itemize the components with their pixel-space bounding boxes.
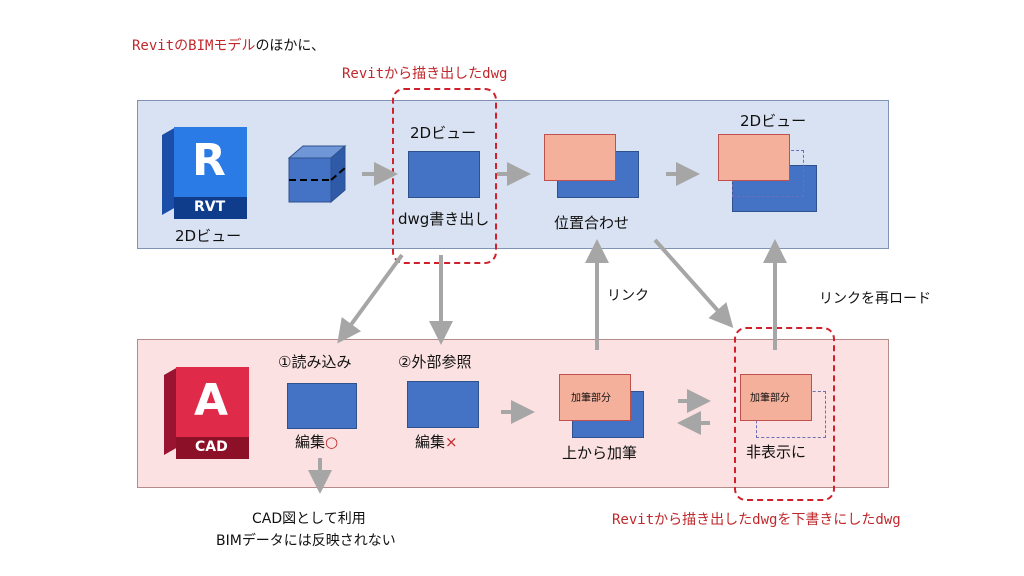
- edit-ok: 編集○: [295, 431, 338, 452]
- dwg-export-caption: Revitから描き出したdwg: [342, 66, 508, 82]
- hidden-highlight: [734, 327, 835, 501]
- headline: RevitのBIMモデルのほかに、: [132, 35, 325, 55]
- headline-red-part: RevitのBIMモデル: [132, 38, 256, 54]
- overdraw-salmon-sheet: [559, 374, 631, 421]
- edit-ng: 編集×: [415, 431, 458, 452]
- result-salmon-sheet: [718, 134, 790, 181]
- xref-sheet: [407, 381, 479, 428]
- align-label: 位置合わせ: [554, 214, 630, 232]
- view-2d-label: 2Dビュー: [410, 124, 477, 142]
- xref-label: ②外部参照: [398, 353, 472, 371]
- arrow-align-to-hidden: [653, 238, 734, 328]
- revit-logo-icon: R RVT: [162, 127, 247, 219]
- edit-ok-label: 編集: [295, 433, 326, 451]
- cad-logo-letter: A: [194, 375, 229, 426]
- overdraw-tag: 加筆部分: [571, 393, 611, 404]
- overdraw-label: 上から加筆: [562, 444, 638, 462]
- note-line-1: CAD図として利用: [252, 511, 366, 527]
- revit-logo-label: RVT: [194, 199, 226, 215]
- bim-model-cube-icon: [287, 144, 349, 208]
- headline-black-part: のほかに、: [255, 38, 326, 54]
- autocad-logo-icon: A CAD: [164, 367, 249, 459]
- cad-logo-label: CAD: [195, 439, 228, 455]
- hidden-label: 非表示に: [746, 443, 807, 461]
- view-2d-sheet: [408, 151, 480, 198]
- edit-ok-mark: ○: [325, 433, 339, 451]
- dwg-export-label: dwg書き出し: [398, 210, 490, 228]
- arrow-export-to-import: [337, 253, 404, 344]
- link-label: リンク: [607, 288, 649, 304]
- result-2d-view-label: 2Dビュー: [740, 112, 807, 130]
- import-sheet: [287, 383, 357, 429]
- hidden-salmon-sheet: [740, 374, 812, 421]
- bottom-caption: Revitから描き出したdwgを下書きにしたdwg: [612, 512, 901, 528]
- align-salmon-sheet: [544, 134, 616, 181]
- reload-link-label: リンクを再ロード: [819, 291, 931, 307]
- note-line-2: BIMデータには反映されない: [216, 533, 396, 549]
- import-label: ①読み込み: [278, 353, 352, 371]
- revit-logo-letter: R: [192, 135, 226, 186]
- hidden-tag: 加筆部分: [750, 393, 790, 404]
- edit-ng-label: 編集: [415, 433, 446, 451]
- edit-ng-mark: ×: [445, 433, 458, 451]
- revit-2d-view-label: 2Dビュー: [175, 227, 242, 245]
